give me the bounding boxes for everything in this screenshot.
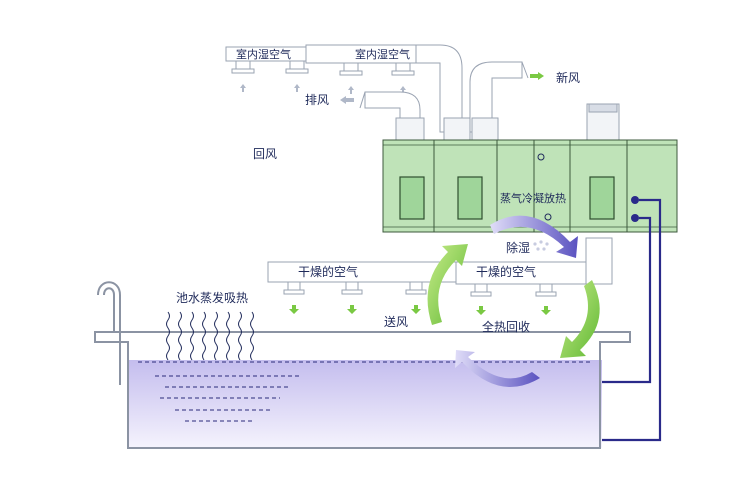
water-drops-icon: [533, 240, 549, 251]
evaporation-arrow-icon: [455, 350, 540, 387]
access-door: [589, 176, 615, 220]
dehumidifier-unit: [382, 139, 678, 233]
pool-outline: [94, 331, 631, 449]
label-pool-evaporation: 池水蒸发吸热: [176, 290, 248, 305]
pool-ladder: [97, 281, 121, 385]
evaporation-waves: [166, 311, 254, 361]
label-supply-air: 送风: [384, 314, 408, 329]
pool-water: [128, 360, 602, 448]
supply-cycle-arrow-icon: [427, 244, 468, 325]
indoor-air-duct: [225, 44, 463, 133]
label-exhaust-air: 排风: [305, 93, 329, 107]
label-dry-air: 干燥的空气: [298, 264, 358, 279]
cycle-arrows: [427, 215, 600, 387]
access-door: [457, 176, 483, 220]
supply-duct: [267, 237, 613, 315]
label-return-air: 回风: [253, 147, 277, 161]
label-dry-air: 干燥的空气: [476, 264, 536, 279]
heat-recovery-arrow-icon: [560, 280, 600, 358]
label-vapor-condensation: 蒸气冷凝放热: [500, 191, 566, 205]
label-indoor-humid-air: 室内湿空气: [236, 47, 291, 61]
access-door: [399, 176, 425, 220]
water-pipe: [602, 216, 652, 384]
pipe-connector-icon: [631, 196, 639, 204]
supply-arrow-icon: [541, 306, 551, 315]
unit-top-vents: [395, 103, 620, 141]
condensation-arrow-icon: [490, 215, 578, 258]
fresh-air-arrow-icon: [530, 72, 544, 80]
pool: [94, 281, 631, 449]
supply-arrow-icon: [347, 305, 357, 314]
label-fresh-air: 新风: [556, 70, 580, 85]
supply-arrow-icon: [476, 306, 486, 315]
label-indoor-humid-air: 室内湿空气: [355, 47, 410, 61]
label-dehumidify: 除湿: [506, 240, 530, 255]
label-heat-recovery: 全热回收: [482, 319, 530, 334]
water-pipe: [602, 198, 662, 442]
pipe-connector-icon: [631, 214, 639, 222]
fresh-air-duct: [469, 61, 544, 133]
supply-arrow-icon: [411, 305, 421, 314]
supply-arrow-icon: [289, 305, 299, 314]
